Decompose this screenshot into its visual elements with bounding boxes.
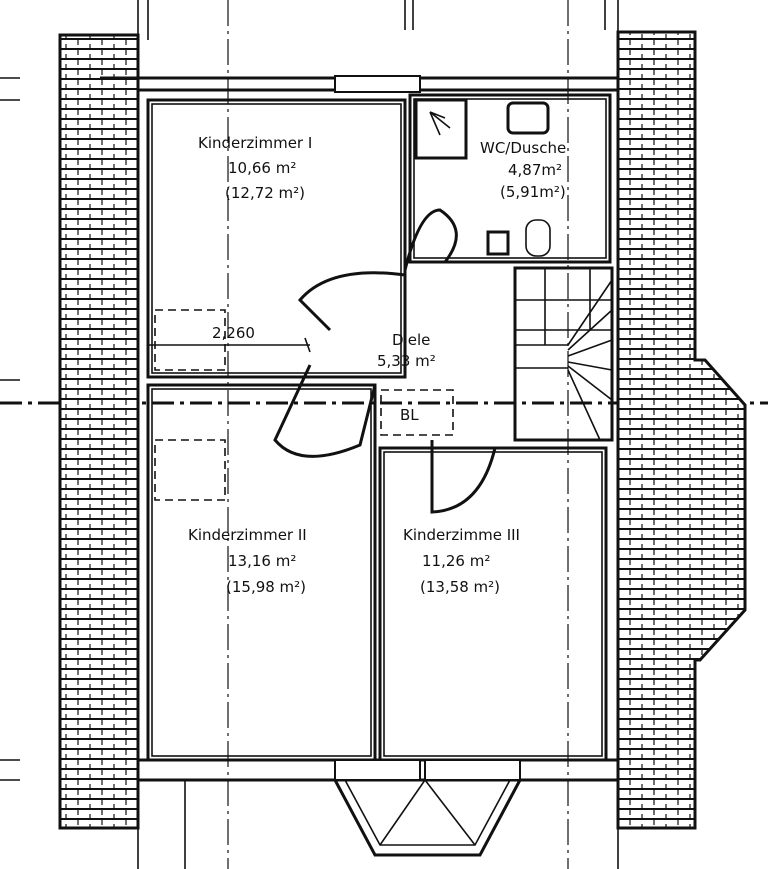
room-kinderzimmer-2: Kinderzimmer II 13,16 m² (15,98 m²) [188,526,307,596]
room-wc-dusche: WC/Dusche 4,87m² (5,91m²) [480,139,566,201]
bl-label: BL [400,406,419,424]
svg-text:13,16 m²: 13,16 m² [228,552,296,570]
svg-text:(12,72 m²): (12,72 m²) [225,184,305,202]
svg-text:11,26 m²: 11,26 m² [422,552,490,570]
svg-text:(5,91m²): (5,91m²) [500,183,566,201]
doors [273,208,497,514]
svg-text:10,66 m²: 10,66 m² [228,159,296,177]
fixtures [154,98,551,501]
svg-text:5,33 m²: 5,33 m² [377,352,436,370]
svg-text:(15,98 m²): (15,98 m²) [226,578,306,596]
room-kinderzimmer-1: Kinderzimmer I 10,66 m² (12,72 m²) [198,134,312,202]
right-brick-wall [616,30,747,830]
svg-text:Kinderzimmer II: Kinderzimmer II [188,526,307,544]
bay-window [333,778,522,857]
left-brick-wall [58,33,140,830]
wc-icon [486,230,510,256]
svg-text:4,87m²: 4,87m² [508,161,562,179]
room-diele: Diele 5,33 m² [377,331,436,370]
svg-text:(13,58 m²): (13,58 m²) [420,578,500,596]
room-kinderzimmer-3: Kinderzimme III 11,26 m² (13,58 m²) [403,526,520,596]
bed-outline-2 [154,439,226,501]
dimension-label: 2,260 [212,324,255,342]
walls [100,75,618,782]
svg-text:WC/Dusche: WC/Dusche [480,139,566,157]
washbasin-icon [506,101,550,135]
bl-marker-box [380,389,454,436]
svg-text:Diele: Diele [392,331,430,349]
svg-text:Kinderzimmer I: Kinderzimmer I [198,134,312,152]
shower-icon [414,98,468,160]
svg-text:Kinderzimme III: Kinderzimme III [403,526,520,544]
